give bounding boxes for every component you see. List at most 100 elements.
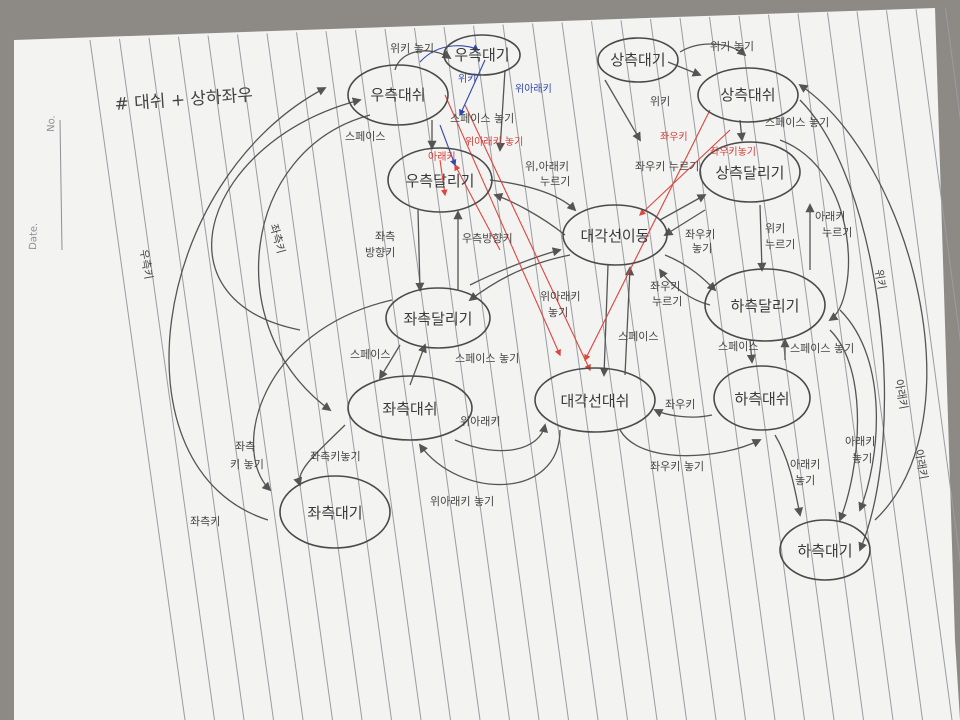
state-up-run-label: 상측달리기 [715, 164, 784, 182]
label-left-release-b: 키 놓기 [230, 458, 264, 471]
ruled-line [266, 33, 363, 720]
edge-up-dash-from-diag [604, 79, 641, 142]
state-down-run: 하측달리기 [704, 268, 826, 342]
edge-left-dash-to-left-run [409, 343, 427, 386]
ruled-line [89, 39, 186, 720]
label-red-down: 아래키 [428, 151, 456, 163]
margin-line [59, 119, 63, 251]
label-lr-release2-a: 좌우키 [685, 228, 715, 241]
label-lr-press2-b: 누르기 [652, 295, 682, 308]
state-diag-ready-label: 대각선이동 [580, 227, 649, 245]
ruled-line [355, 30, 451, 720]
label-space3: 스페이스 [618, 330, 658, 343]
label-blue-up: 위키 [458, 72, 476, 85]
edge-up-dash-to-up-run [736, 119, 746, 142]
ruled-line [797, 13, 894, 720]
label-updown-release2-a: 위아래키 [540, 290, 580, 303]
ruled-line [502, 24, 599, 720]
state-diag-ready: 대각선이동 [562, 204, 668, 266]
label-right-dir: 우측방향키 [462, 232, 513, 245]
red-edge-2 [464, 104, 591, 372]
edge-up-wait-to-up-dash [667, 61, 702, 77]
edge-down-dash-to-down-wait [774, 434, 804, 517]
edge-diag-ready-to-diag-dash [599, 264, 609, 377]
label-down-release2-a: 아래키 [845, 435, 875, 448]
edge-diag-dash-to-diag-ready [624, 266, 635, 376]
blue-edge-2 [439, 124, 457, 167]
edge-up-run-to-down-wait [799, 99, 886, 552]
blue-edge-1 [459, 59, 486, 117]
state-diag-dash-label: 대각선대쉬 [560, 392, 629, 410]
state-left-wait-label: 좌측대기 [307, 504, 362, 522]
ruled-line [178, 36, 274, 720]
state-up-wait-label: 상측대기 [610, 51, 665, 69]
red-edges [439, 94, 731, 372]
red-edge-3 [584, 109, 711, 362]
ruled-line [915, 9, 960, 343]
state-right-run: 우측달리기 [387, 147, 493, 213]
label-space-release1: 스페이스 놓기 [450, 112, 514, 125]
edge-down-run-arc2 [829, 329, 859, 522]
ruled-line [443, 26, 540, 720]
ruled-line [119, 38, 215, 720]
label-space-release3: 스페이스 놓기 [790, 342, 854, 355]
edge-right-wait-edge [495, 69, 506, 152]
state-left-run-label: 좌측달리기 [403, 310, 472, 328]
edge-left-dash-to-diag-dash [454, 423, 549, 452]
state-down-wait-label: 하측대기 [797, 542, 852, 560]
edge-diag-ready-to-left-run [468, 254, 571, 302]
edge-left-run-to-left-wait [252, 299, 393, 492]
ruled-line [532, 23, 628, 720]
state-right-run-label: 우측달리기 [405, 172, 474, 190]
label-up-release2: 위키 놓기 [390, 42, 434, 55]
edge-left-run-to-diag-ready [469, 247, 562, 286]
ruled-line [473, 25, 569, 720]
edge-right-run-to-left-run [415, 209, 425, 292]
label-up-press-a: 위키 [765, 222, 785, 235]
label-down: 아래키 [892, 378, 910, 410]
label-space-up: 스페이스 놓기 [765, 116, 829, 129]
edge-up-wait-arc [679, 43, 747, 57]
label-down-release-b: 놓기 [795, 474, 815, 487]
label-up-right: 위키 [872, 268, 888, 290]
label-down-press-a: 아래키 [815, 210, 845, 223]
label-lr-press2-a: 좌우키 [650, 280, 680, 293]
label-left-release2: 좌측키놓기 [310, 450, 361, 463]
edge-up-run-to-down-run [757, 204, 767, 272]
edge-diag-ready-to-up-run [659, 194, 707, 221]
state-down-wait: 하측대기 [779, 519, 871, 581]
edge-diag-ready-to-right-run [493, 192, 566, 236]
label-left-dir-a: 좌측 [375, 230, 395, 243]
state-diag-dash: 대각선대쉬 [534, 367, 656, 433]
edge-down-run-arc [839, 309, 877, 512]
label-space2: 스페이스 [350, 348, 390, 361]
label-red-lr: 좌우키 [660, 131, 688, 143]
edge-down-run-to-down-dash [746, 339, 756, 364]
ruled-line [738, 15, 835, 720]
edge-left-run-to-left-dash [379, 344, 401, 380]
label-updown: 위아래키 [460, 415, 500, 428]
label-left-release-a: 좌측 [235, 440, 255, 453]
label-down-release-a: 아래키 [790, 458, 820, 471]
edge-right-dash-to-left-dash [258, 114, 371, 412]
label-space-down: 스페이스 [718, 340, 758, 353]
ruled-line [886, 10, 960, 564]
edge-up-run-to-diag-ready [663, 209, 706, 236]
ruled-line [827, 12, 923, 720]
label-down2: 아래키 [912, 448, 930, 480]
edge-left-wait-to-right-dash [168, 87, 327, 521]
blue-edge-3 [419, 44, 480, 63]
red-edge-6 [439, 159, 448, 197]
state-right-wait: 우측대기 [443, 34, 521, 76]
label-lr-press: 좌우키 누르기 [635, 160, 699, 173]
label-updown-release: 위아래키 놓기 [430, 495, 494, 508]
edge-left-key-arc [210, 97, 362, 331]
edge-up-wait-to-down-run [779, 139, 850, 322]
paper-no-label: No. [46, 115, 58, 132]
label-up: 위키 [650, 95, 670, 108]
label-up-release: 위키 놓기 [710, 40, 754, 53]
ruled-line [148, 37, 245, 720]
state-left-wait: 좌측대기 [279, 475, 391, 549]
ruled-line [591, 21, 687, 720]
